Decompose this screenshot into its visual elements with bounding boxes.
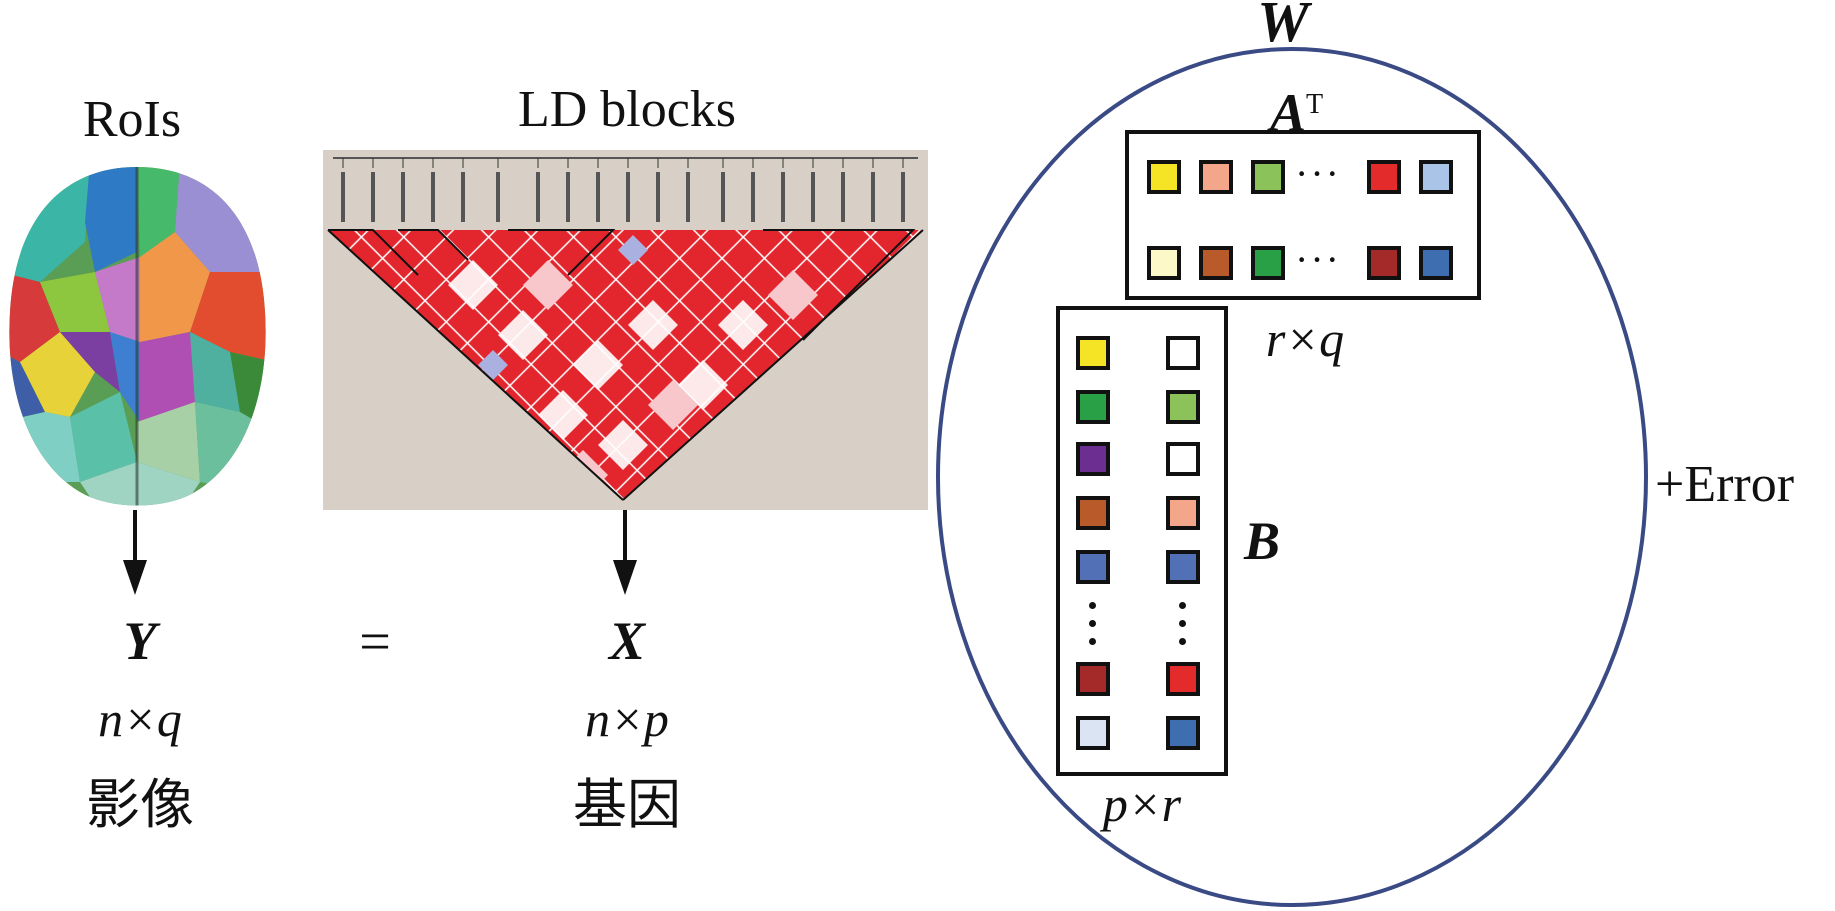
b-matrix-cell <box>1166 662 1200 696</box>
ld-label-cn: 基因 <box>573 773 681 836</box>
a-matrix-cell <box>1419 160 1453 194</box>
b-matrix-cell <box>1076 442 1110 476</box>
b-matrix-cell <box>1166 550 1200 584</box>
r-q-dims: r×q <box>1265 311 1345 367</box>
a-matrix-cell <box>1419 246 1453 280</box>
error-term: +Error <box>1655 456 1795 513</box>
w-ellipse <box>936 47 1648 907</box>
a-matrix-cell <box>1251 160 1285 194</box>
a-matrix-cell <box>1147 160 1181 194</box>
b-col-ellipsis <box>1179 602 1187 656</box>
a-matrix-box: ··· ··· <box>1125 130 1481 300</box>
a-matrix-cell <box>1251 246 1285 280</box>
b-matrix-cell <box>1166 442 1200 476</box>
rois-label-cn: 影像 <box>86 773 194 836</box>
equals-sign: = <box>359 611 391 673</box>
matrix-w: W <box>1257 0 1309 54</box>
ld-title: LD blocks <box>517 81 737 138</box>
a-matrix-cell <box>1367 246 1401 280</box>
brain-rois-image <box>9 167 266 506</box>
a-row-ellipsis: ··· <box>1295 151 1341 196</box>
matrix-y: Y <box>123 611 157 671</box>
matrix-x: X <box>608 611 646 671</box>
rois-title: RoIs <box>82 91 182 148</box>
ld-dims: n×p <box>585 691 669 747</box>
p-r-dims: p×r <box>1102 776 1182 832</box>
a-matrix-cell <box>1199 160 1233 194</box>
a-matrix-cell <box>1147 246 1181 280</box>
b-col-ellipsis <box>1089 602 1097 656</box>
transpose-sup: T <box>1306 88 1324 120</box>
b-matrix-cell <box>1166 390 1200 424</box>
ld-heatmap-image <box>323 150 928 510</box>
b-matrix-cell <box>1166 336 1200 370</box>
a-row-ellipsis: ··· <box>1295 237 1341 282</box>
rois-down-arrow <box>123 510 147 595</box>
a-matrix-cell <box>1199 246 1233 280</box>
b-matrix-cell <box>1076 716 1110 750</box>
matrix-b: B <box>1243 511 1281 571</box>
b-matrix-box <box>1056 306 1228 776</box>
b-matrix-cell <box>1166 716 1200 750</box>
a-matrix-cell <box>1367 160 1401 194</box>
b-matrix-cell <box>1076 496 1110 530</box>
b-matrix-cell <box>1076 662 1110 696</box>
ld-down-arrow <box>613 510 637 595</box>
b-matrix-cell <box>1076 390 1110 424</box>
rois-dims: n×q <box>98 691 182 747</box>
b-matrix-cell <box>1166 496 1200 530</box>
b-matrix-cell <box>1076 550 1110 584</box>
b-matrix-cell <box>1076 336 1110 370</box>
